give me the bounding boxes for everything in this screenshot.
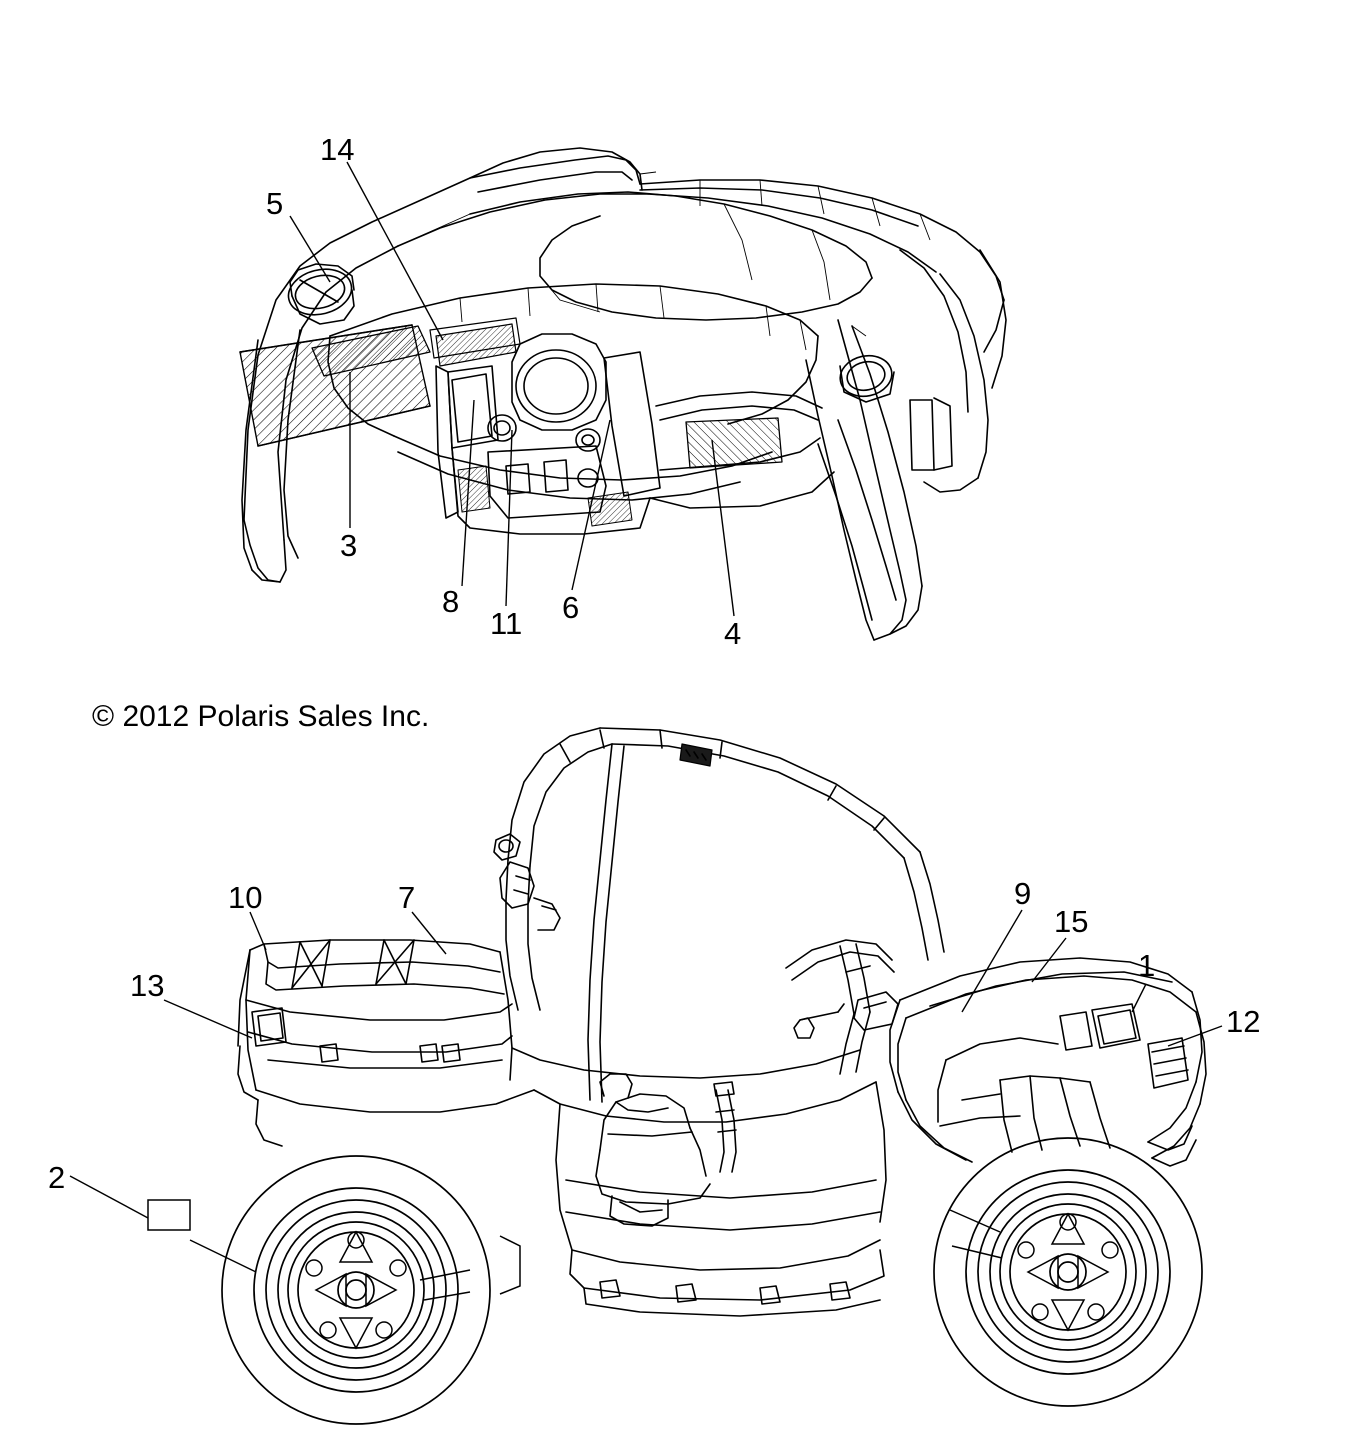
callout-6: 6 bbox=[562, 590, 580, 625]
leader-6 bbox=[571, 419, 611, 591]
leader-4 bbox=[711, 439, 735, 617]
leader-14 bbox=[346, 161, 444, 341]
leader-2a bbox=[69, 1175, 149, 1219]
leader-1 bbox=[1131, 983, 1147, 1013]
leader-2b bbox=[189, 1239, 257, 1273]
callout-12: 12 bbox=[1226, 1004, 1261, 1039]
callout-8: 8 bbox=[442, 584, 460, 619]
leader-11 bbox=[505, 429, 513, 607]
leader-8 bbox=[461, 399, 475, 587]
copyright-notice: © 2012 Polaris Sales Inc. bbox=[92, 700, 430, 733]
leader-12 bbox=[1167, 1025, 1223, 1047]
callout-4: 4 bbox=[724, 616, 742, 651]
callout-1: 1 bbox=[1138, 948, 1156, 983]
callout-9: 9 bbox=[1014, 876, 1032, 911]
callout-7: 7 bbox=[398, 880, 416, 915]
decal-rectangle-2 bbox=[147, 1199, 191, 1231]
leader-10 bbox=[249, 911, 267, 951]
callout-11: 11 bbox=[490, 606, 523, 641]
leader-13 bbox=[163, 999, 253, 1039]
leader-5 bbox=[289, 215, 331, 283]
callout-10: 10 bbox=[228, 880, 263, 915]
callout-14: 14 bbox=[320, 132, 355, 167]
leader-15 bbox=[1031, 937, 1067, 983]
callout-5: 5 bbox=[266, 186, 284, 221]
callout-13: 13 bbox=[130, 968, 165, 1003]
callout-2: 2 bbox=[48, 1160, 66, 1195]
leader-7 bbox=[411, 911, 447, 955]
leader-9 bbox=[961, 909, 1023, 1013]
callout-3: 3 bbox=[340, 528, 358, 563]
callout-15: 15 bbox=[1054, 904, 1089, 939]
